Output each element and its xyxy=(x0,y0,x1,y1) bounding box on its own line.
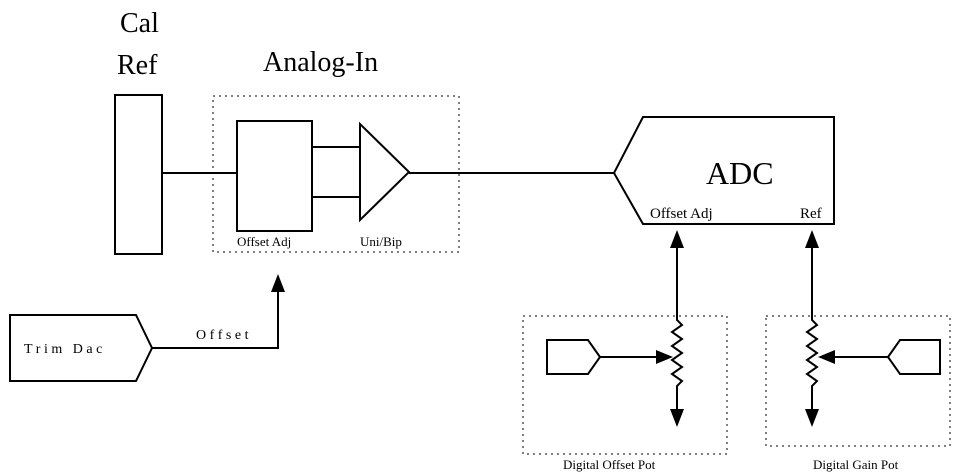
trim-dac-label: T r i m D a c xyxy=(24,342,102,357)
digital-offset-pot-wiper-arrow xyxy=(656,350,673,364)
cal-ref-label-line2: Ref xyxy=(117,50,158,81)
offset-signal-label: O f f s e t xyxy=(196,328,249,343)
cal-ref-label-line1: Cal xyxy=(120,8,159,39)
cal-ref-block xyxy=(114,94,163,255)
digital-gain-pot-label: Digital Gain Pot xyxy=(813,457,899,472)
adc-ref-arrow xyxy=(805,230,819,248)
digital-offset-pot-ground-arrow xyxy=(670,409,684,427)
digital-gain-pot-wiper-arrow xyxy=(818,350,835,364)
digital-offset-pot-label: Digital Offset Pot xyxy=(563,457,656,472)
digital-gain-pot-resistor xyxy=(805,312,819,410)
adc-ref-label: Ref xyxy=(800,206,822,222)
digital-offset-pot-connector xyxy=(546,339,602,375)
digital-gain-pot-connector xyxy=(886,339,941,375)
uni-bip-amplifier xyxy=(359,121,411,223)
adc-offset-adj-arrow xyxy=(670,230,684,248)
adc-label: ADC xyxy=(706,155,774,191)
uni-bip-label: Uni/Bip xyxy=(360,234,402,249)
digital-offset-pot-resistor xyxy=(670,312,684,410)
adc-block xyxy=(612,116,835,225)
analog-in-label: Analog-In xyxy=(263,47,378,78)
digital-gain-pot-boundary xyxy=(765,315,951,447)
adc-offset-adj-label: Offset Adj xyxy=(650,206,713,222)
digital-offset-pot-boundary xyxy=(522,315,728,455)
offset-adj-block xyxy=(236,120,313,232)
offset-adj-label: Offset Adj xyxy=(237,234,291,249)
trim-dac-to-offset-adj-wire xyxy=(152,290,279,349)
trim-dac-block xyxy=(9,314,154,382)
digital-gain-pot-ground-arrow xyxy=(805,409,819,427)
offset-adj-input-arrow xyxy=(271,274,285,292)
